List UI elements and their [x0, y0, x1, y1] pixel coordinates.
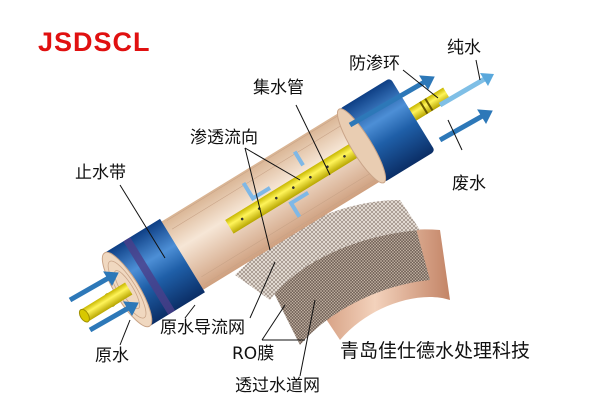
leader-lines [119, 59, 481, 377]
label-permeate-spacer: 透过水道网 [235, 376, 320, 396]
feed-spacer-sheet [235, 200, 420, 300]
label-collection-tube: 集水管 [253, 78, 304, 98]
label-permeate-flow: 渗透流向 [190, 128, 258, 148]
company-name: 青岛佳仕德水处理科技 [340, 340, 531, 362]
permeate-flow-arrows [241, 150, 310, 218]
label-ro-membrane: RO膜 [232, 344, 275, 364]
membrane-element [78, 79, 451, 328]
label-pure-water: 纯水 [447, 38, 481, 58]
label-anti-seep-ring: 防渗环 [349, 54, 400, 74]
right-end-cap [340, 79, 434, 182]
flow-arrows [68, 73, 494, 333]
label-raw-water: 原水 [95, 346, 129, 366]
label-waste-water: 废水 [452, 174, 486, 194]
label-water-seal: 止水带 [75, 163, 126, 183]
membrane-sheets [235, 200, 450, 345]
brand-logo: JSDSCL [38, 27, 151, 57]
water-seal-band [123, 237, 176, 315]
label-feed-spacer: 原水导流网 [160, 318, 245, 338]
